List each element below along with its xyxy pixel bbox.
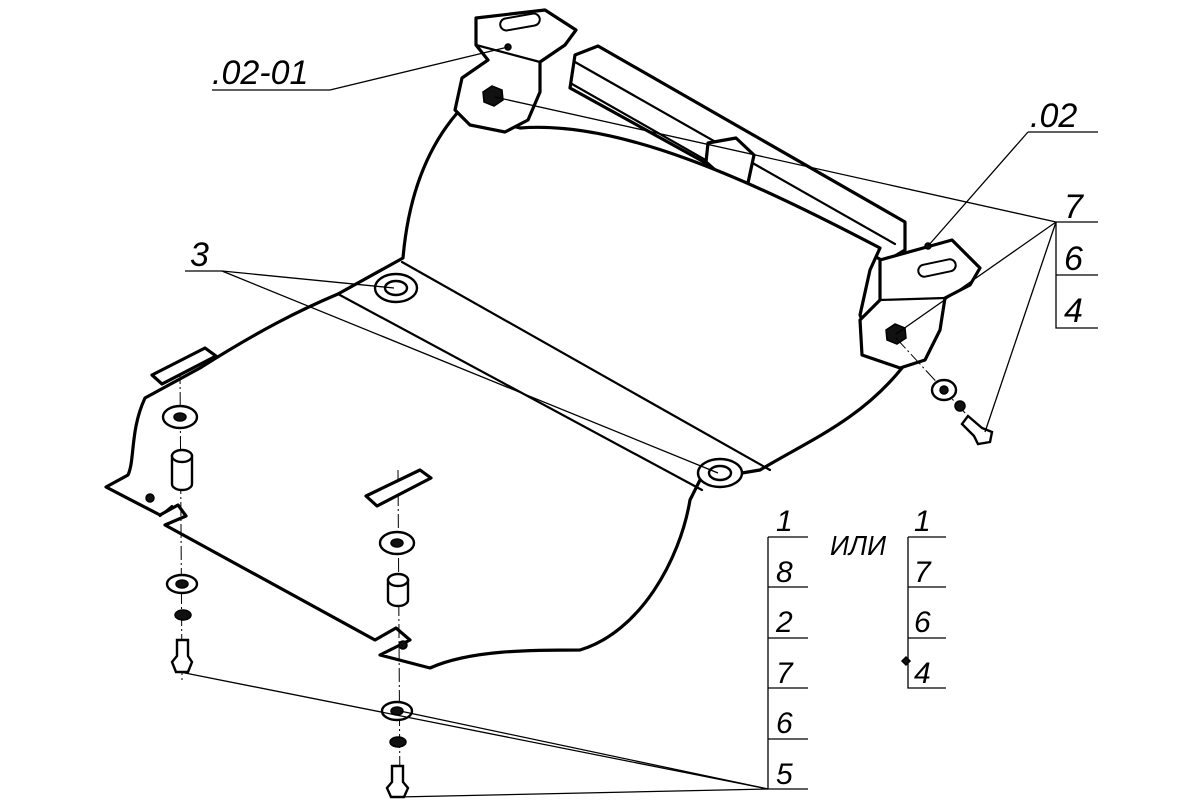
stack-main-item-4: 7 <box>776 657 794 690</box>
label-bracket-left: .02-01 <box>212 54 308 92</box>
bracket-left-slot <box>499 12 541 32</box>
callout-labels: .02-01 .02 3 ИЛИ <box>190 54 1077 561</box>
left-plate-nut <box>150 346 218 386</box>
stack-main-item-5: 6 <box>776 707 793 740</box>
item-stack-top-right: 7 6 4 <box>1055 188 1098 330</box>
plate-hole-left <box>145 493 155 503</box>
plate-fastener-upper <box>373 272 419 304</box>
label-bracket-right: .02 <box>1030 97 1077 135</box>
leader-lines <box>179 46 1098 798</box>
stack-alt-item-3: 6 <box>914 606 931 639</box>
right-lock-washer <box>954 400 966 412</box>
plate-fastener-lower <box>696 457 744 489</box>
hardware-middle <box>364 468 433 800</box>
stack-top-right-item-2: 6 <box>1064 240 1083 278</box>
bracket-right-slot <box>917 258 957 278</box>
left-lock-washer <box>174 609 192 621</box>
stack-top-right-item-1: 7 <box>1064 188 1084 226</box>
stack-main-item-3: 2 <box>775 606 793 639</box>
middle-bolt <box>385 764 410 799</box>
bracket-left-nut <box>482 85 504 107</box>
middle-lock-washer <box>389 736 407 748</box>
hardware-right <box>895 337 994 446</box>
right-bolt <box>960 414 994 446</box>
stack-alt-item-1: 1 <box>914 505 931 538</box>
stack-main-item-2: 8 <box>776 556 793 589</box>
stack-main-item-1: 1 <box>776 505 793 538</box>
middle-plate-nut <box>364 468 433 508</box>
stack-alt-item-4: 4 <box>914 657 931 690</box>
left-bolt <box>170 638 194 674</box>
hardware-left <box>150 346 218 681</box>
bracket-right <box>858 238 982 370</box>
label-item-3: 3 <box>190 236 209 274</box>
stack-alt-item-2: 7 <box>914 556 932 589</box>
item-stack-bottom-alt: 1 7 6 4 <box>900 505 946 690</box>
stack-main-item-6: 5 <box>776 758 793 791</box>
label-alternative-word: ИЛИ <box>830 530 887 561</box>
middle-spacer <box>386 578 410 608</box>
bracket-left <box>453 8 578 134</box>
alt-stack-marker <box>900 655 912 667</box>
left-spacer <box>170 454 194 492</box>
stack-top-right-item-3: 4 <box>1064 292 1083 330</box>
plate-hole-bottom <box>398 640 408 650</box>
item-stack-bottom-main: 1 8 2 7 6 5 <box>767 505 808 791</box>
